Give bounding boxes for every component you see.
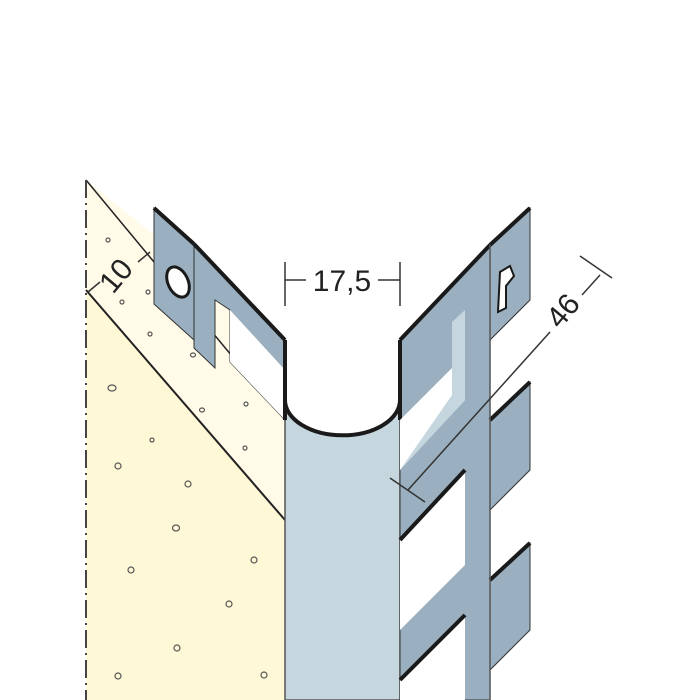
circle-hole-icon	[165, 265, 191, 299]
dimension-label-17-5: 17,5	[313, 265, 371, 298]
dimension-label-46: 46	[540, 288, 587, 335]
right-wing	[398, 206, 532, 700]
dimension-nose-width: 17,5	[284, 262, 401, 306]
profile-nose	[283, 340, 402, 700]
keyhole-slot-icon	[496, 264, 516, 314]
left-wing	[152, 206, 287, 422]
wall-substrate	[85, 179, 286, 700]
